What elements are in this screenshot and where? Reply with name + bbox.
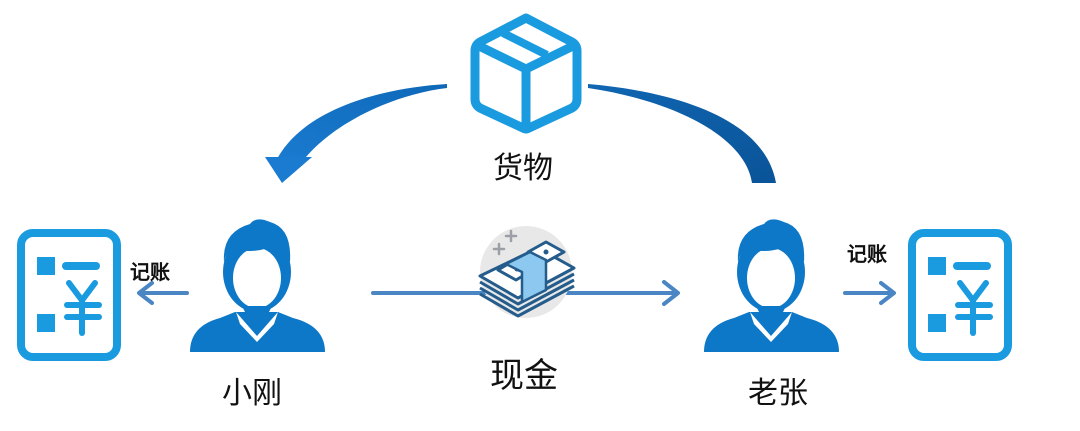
goods-flow-curve-left <box>275 84 447 163</box>
right-bookkeeping-label: 记账 <box>847 242 887 266</box>
left-bookkeeping-label: 记账 <box>130 260 170 284</box>
goods-flow-arrowhead <box>265 157 312 183</box>
left-ledger-icon <box>17 229 121 361</box>
right-bookkeeping-arrow <box>843 281 896 305</box>
left-bookkeeping-arrow <box>137 281 189 305</box>
cash-label: 现金 <box>490 356 558 396</box>
box-icon <box>470 13 582 134</box>
goods-label: 货物 <box>493 151 553 186</box>
cash-stack-icon <box>478 226 576 318</box>
right-person-icon <box>704 219 839 352</box>
left-person-icon <box>190 219 325 352</box>
goods-flow-curve-right <box>588 84 776 183</box>
right-ledger-icon <box>908 229 1012 361</box>
right-person-label: 老张 <box>748 376 808 411</box>
left-person-label: 小刚 <box>222 376 282 411</box>
goods-flow-arrow <box>265 84 776 183</box>
